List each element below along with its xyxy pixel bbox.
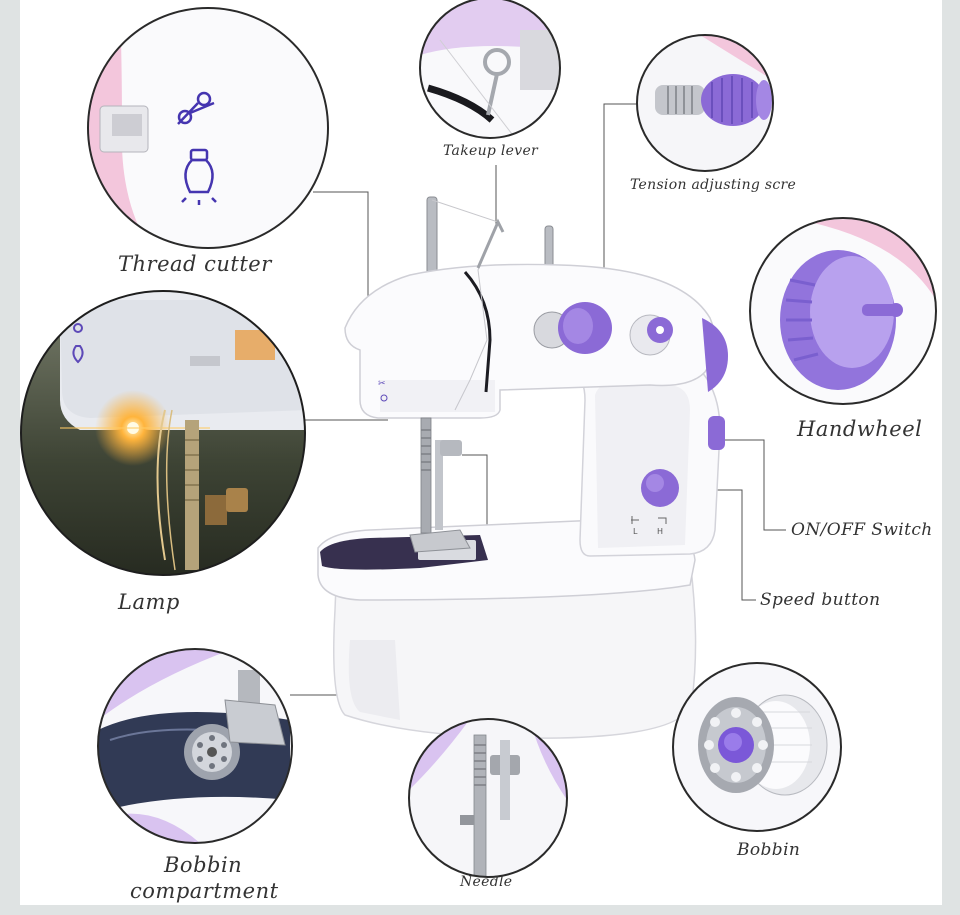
speed-high-mark: H <box>657 527 663 536</box>
lamp-icon <box>181 148 217 205</box>
label-thread-cutter: Thread cutter <box>118 252 272 276</box>
label-bobbin-compartment-line1: Bobbin <box>164 853 243 877</box>
label-needle: Needle <box>460 874 513 890</box>
label-takeup-lever: Takeup lever <box>443 143 539 159</box>
label-speed-button: Speed button <box>760 590 881 610</box>
label-tension-screw: Tension adjusting scre <box>630 177 797 193</box>
inset-bobbin-compartment <box>97 648 293 844</box>
sewing-machine: L H ✂ <box>317 196 728 739</box>
inset-handwheel <box>749 217 937 405</box>
inset-thread-cutter <box>87 7 329 249</box>
label-onoff-switch: ON/OFF Switch <box>791 520 933 540</box>
leader-onoff <box>722 439 786 531</box>
inset-tension-screw <box>636 34 774 172</box>
inset-lamp <box>20 290 306 576</box>
machine-base <box>333 559 697 739</box>
inset-takeup-lever <box>419 0 561 139</box>
label-bobbin: Bobbin <box>737 840 801 860</box>
speed-low-mark: L <box>633 527 638 536</box>
label-handwheel: Handwheel <box>797 417 923 441</box>
scissors-icon <box>177 91 215 125</box>
label-lamp: Lamp <box>118 590 180 614</box>
leader-tension <box>603 103 638 300</box>
svg-text:✂: ✂ <box>378 379 386 389</box>
handwheel-edge <box>702 318 728 392</box>
inset-bobbin <box>672 662 842 832</box>
label-bobbin-compartment-line2: compartment <box>130 879 279 903</box>
inset-needle <box>408 718 568 878</box>
